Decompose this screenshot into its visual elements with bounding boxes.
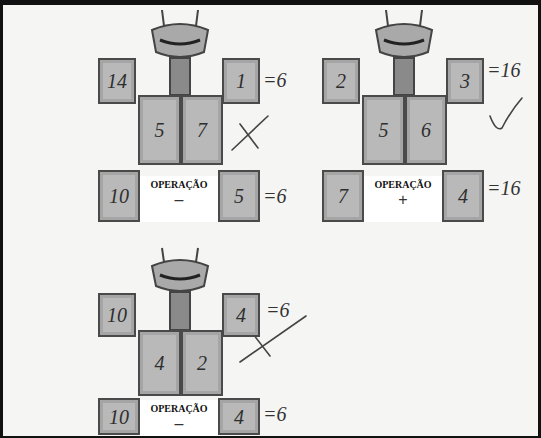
operation-panel: OPERAÇÃO– — [140, 400, 218, 436]
arm-box: 10 — [98, 293, 136, 337]
operator-sign: – — [175, 415, 184, 433]
body-box: 7 — [181, 95, 223, 165]
number: 10 — [107, 304, 127, 326]
operation-word: OPERAÇÃO — [150, 179, 207, 191]
arm-box: 1 — [222, 58, 260, 104]
number: 4 — [458, 185, 468, 207]
number: 10 — [109, 406, 129, 428]
number: 5 — [379, 119, 389, 141]
number: 14 — [107, 70, 127, 92]
number: 4 — [155, 352, 165, 374]
leg-box: 10 — [98, 398, 140, 435]
leg-box: 5 — [218, 170, 260, 222]
result-note: =6 — [263, 404, 287, 424]
number: 1 — [236, 70, 246, 92]
number: 2 — [336, 70, 346, 92]
number: 4 — [234, 406, 244, 428]
number: 6 — [421, 119, 431, 141]
operator-sign: – — [175, 191, 184, 209]
leg-box: 7 — [322, 170, 364, 222]
number: 10 — [109, 185, 129, 207]
body-box: 2 — [181, 330, 223, 396]
number: 2 — [197, 352, 207, 374]
body-box: 4 — [138, 330, 181, 396]
body-box: 5 — [138, 95, 181, 165]
leg-box: 4 — [442, 170, 484, 222]
result-note: =6 — [263, 186, 287, 206]
body-box: 6 — [405, 95, 447, 165]
wrong-mark — [232, 116, 268, 150]
robot-head — [376, 10, 432, 95]
number: 7 — [338, 185, 348, 207]
arm-box: 14 — [98, 58, 136, 104]
arm-box: 4 — [222, 293, 260, 337]
result-note: =16 — [487, 178, 521, 198]
robot-head — [152, 10, 208, 95]
arm-box: 2 — [322, 58, 360, 104]
operation-panel: OPERAÇÃO+ — [364, 176, 442, 222]
result-note: =6 — [266, 300, 290, 320]
operation-word: OPERAÇÃO — [374, 179, 431, 191]
robot-head — [152, 248, 208, 330]
check-mark — [490, 98, 522, 129]
operation-panel: OPERAÇÃO– — [140, 176, 218, 222]
number: 3 — [460, 70, 470, 92]
body-box: 5 — [362, 95, 405, 165]
operation-word: OPERAÇÃO — [150, 403, 207, 415]
number: 5 — [155, 119, 165, 141]
number: 4 — [236, 304, 246, 326]
number: 5 — [234, 185, 244, 207]
leg-box: 10 — [98, 170, 140, 222]
operator-sign: + — [398, 191, 407, 209]
top-bar — [0, 0, 541, 5]
result-note: =16 — [487, 60, 521, 80]
number: 7 — [197, 119, 207, 141]
leg-box: 4 — [218, 398, 260, 435]
arm-box: 3 — [446, 58, 484, 104]
result-note: =6 — [263, 70, 287, 90]
